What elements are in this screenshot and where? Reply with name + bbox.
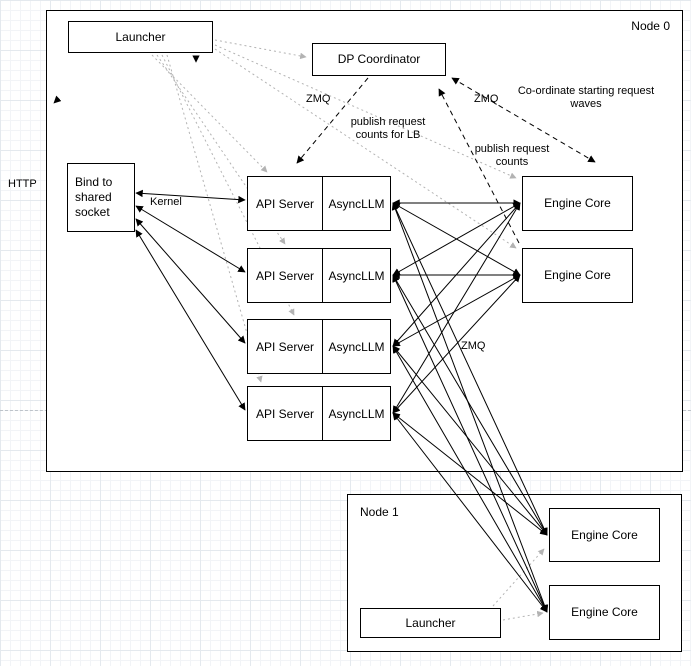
api-server-label: API Server — [255, 196, 315, 211]
api-server-box: API Server — [247, 319, 322, 374]
node1-title: Node 1 — [360, 505, 399, 519]
engine-core-label: Engine Core — [544, 196, 611, 210]
kernel-label: Kernel — [150, 196, 182, 208]
asyncllm-box: AsyncLLM — [322, 248, 391, 303]
engine-core-label: Engine Core — [571, 527, 638, 542]
asyncllm-box: AsyncLLM — [322, 319, 391, 374]
http-label: HTTP — [8, 178, 37, 190]
bind-shared-socket-label: Bind to shared socket — [75, 175, 113, 219]
asyncllm-label: AsyncLLM — [328, 339, 385, 354]
api-server-label: API Server — [255, 339, 315, 354]
zmq-asyncllm-engine-label: ZMQ — [461, 340, 486, 352]
zmq-coordinator-engine-label: ZMQ — [474, 93, 499, 105]
bind-shared-socket-box: Bind to shared socket — [67, 163, 135, 232]
api-asyncllm-row: API Server AsyncLLM — [247, 386, 391, 441]
node0-engine-core-box: Engine Core — [522, 176, 633, 231]
node1-launcher-box: Launcher — [360, 608, 501, 638]
asyncllm-label: AsyncLLM — [328, 196, 385, 211]
engine-core-label: Engine Core — [544, 268, 611, 282]
publish-request-counts-label: publish request counts — [474, 143, 550, 169]
api-asyncllm-row: API Server AsyncLLM — [247, 176, 391, 231]
node0-launcher-box: Launcher — [68, 21, 213, 53]
api-server-label: API Server — [255, 406, 315, 421]
node0-title: Node 0 — [631, 19, 670, 33]
node1-engine-core-box: Engine Core — [549, 508, 660, 562]
api-server-box: API Server — [247, 248, 322, 303]
dp-coordinator-box: DP Coordinator — [312, 43, 446, 76]
zmq-coordinator-api-label: ZMQ — [306, 93, 331, 105]
api-server-box: API Server — [247, 176, 322, 231]
publish-request-counts-lb-label: publish request counts for LB — [350, 116, 426, 142]
node0-launcher-label: Launcher — [115, 29, 166, 44]
node0-engine-core-box: Engine Core — [522, 248, 633, 303]
api-asyncllm-row: API Server AsyncLLM — [247, 319, 391, 374]
engine-core-label: Engine Core — [571, 605, 638, 619]
asyncllm-box: AsyncLLM — [322, 386, 391, 441]
api-server-label: API Server — [255, 268, 315, 283]
api-asyncllm-row: API Server AsyncLLM — [247, 248, 391, 303]
coordinate-waves-label: Co-ordinate starting request waves — [517, 85, 655, 111]
asyncllm-label: AsyncLLM — [328, 406, 385, 421]
dp-coordinator-label: DP Coordinator — [337, 52, 421, 66]
asyncllm-label: AsyncLLM — [328, 268, 385, 283]
api-server-box: API Server — [247, 386, 322, 441]
node1-engine-core-box: Engine Core — [549, 585, 660, 640]
asyncllm-box: AsyncLLM — [322, 176, 391, 231]
node1-launcher-label: Launcher — [405, 615, 456, 630]
